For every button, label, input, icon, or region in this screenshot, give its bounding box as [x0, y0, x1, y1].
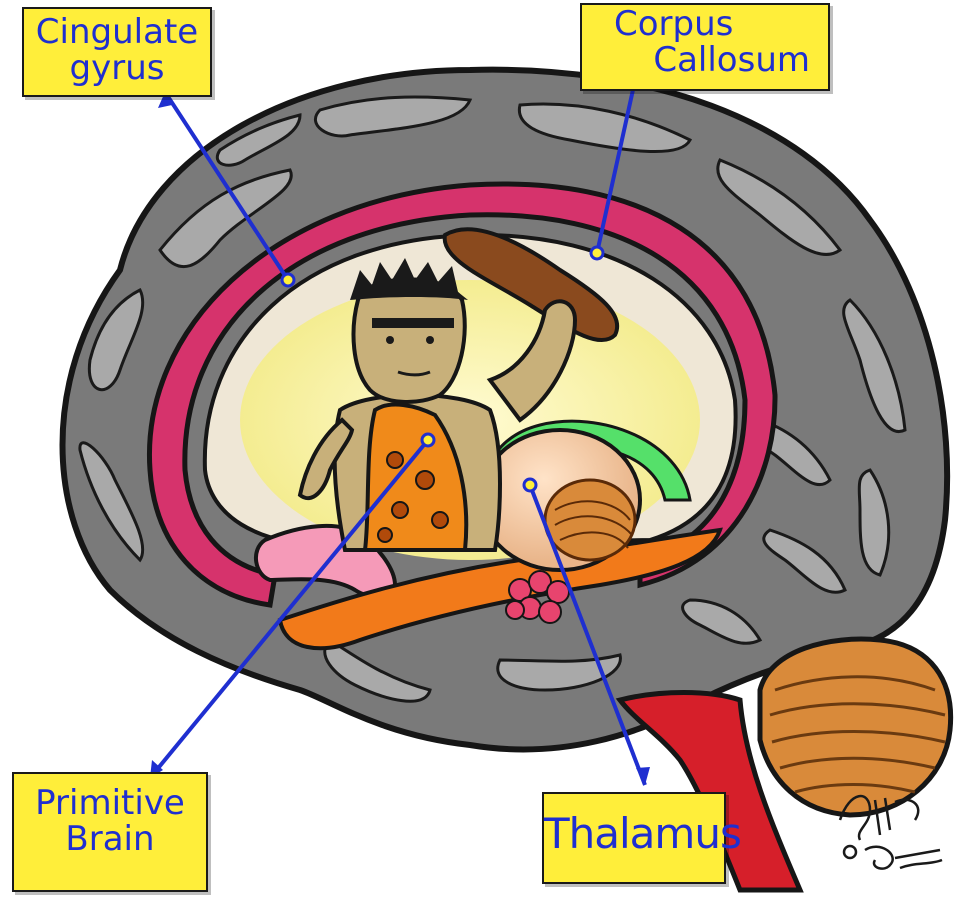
label-thalamus: Thalamus — [542, 792, 726, 884]
label-cingulate-line2: gyrus — [24, 51, 210, 87]
thalamus-striations — [545, 480, 635, 560]
artist-signature-icon — [830, 780, 950, 880]
label-primitive-line1: Primitive — [14, 786, 206, 822]
label-corpus-line1: Corpus — [582, 7, 828, 43]
label-primitive-line2: Brain — [14, 822, 206, 858]
label-cingulate-gyrus: Cingulate gyrus — [22, 7, 212, 97]
label-thalamus-line1: Thalamus — [544, 812, 724, 856]
label-corpus-callosum: Corpus Callosum — [580, 3, 830, 91]
label-primitive-brain: Primitive Brain — [12, 772, 208, 892]
label-cingulate-line1: Cingulate — [24, 15, 210, 51]
label-corpus-line2: Callosum — [582, 43, 828, 79]
